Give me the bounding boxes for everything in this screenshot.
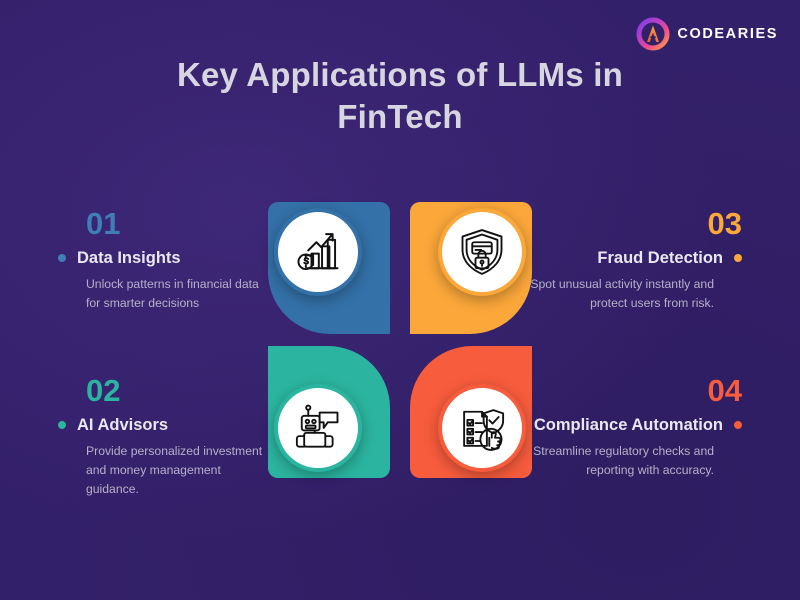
brand-name: CODEARIES [677, 26, 778, 42]
page-title: Key Applications of LLMs in FinTech [176, 56, 624, 136]
feature-number-03: 03 [707, 206, 742, 241]
feature-item-compliance-automation: 04 Compliance Automation Streamline regu… [527, 375, 742, 480]
feature-description-04: Streamline regulatory checks and reporti… [533, 444, 714, 478]
feature-description-01: Unlock patterns in financial data for sm… [86, 277, 259, 311]
bullet-dot-icon [734, 421, 742, 430]
bullet-dot-icon [734, 254, 742, 263]
icon-badge-data-insights [274, 208, 362, 296]
feature-heading-row-02: AI Advisors [58, 415, 273, 435]
feature-heading-row-03: Fraud Detection [527, 248, 742, 268]
robot-chat-icon [295, 404, 339, 448]
feature-item-fraud-detection: 03 Fraud Detection Spot unusual activity… [527, 208, 742, 313]
codearies-ring-logo-icon [636, 17, 670, 51]
feature-heading-04: Compliance Automation [533, 416, 723, 434]
feature-heading-row-04: Compliance Automation [527, 415, 742, 435]
feature-item-data-insights: 01 Data Insights Unlock patterns in fina… [58, 208, 273, 313]
feature-heading-02: AI Advisors [77, 416, 169, 434]
feature-heading-row-01: Data Insights [58, 248, 273, 268]
icon-badge-compliance-automation [438, 384, 526, 472]
checklist-shield-thumbsup-icon [463, 409, 505, 451]
bullet-dot-icon [58, 254, 66, 263]
icon-badge-ai-advisors [274, 384, 362, 472]
feature-number-01: 01 [86, 206, 121, 241]
feature-heading-03: Fraud Detection [597, 249, 723, 267]
shield-card-lock-icon [461, 229, 503, 275]
bar-chart-growth-dollar-icon [297, 233, 339, 271]
central-quadrant-diagram [268, 202, 532, 478]
feature-number-02: 02 [86, 373, 121, 408]
feature-description-02: Provide personalized investment and mone… [86, 444, 263, 496]
feature-item-ai-advisors: 02 AI Advisors Provide personalized inve… [58, 375, 273, 499]
bullet-dot-icon [58, 421, 66, 430]
feature-heading-01: Data Insights [77, 249, 181, 267]
feature-description-03: Spot unusual activity instantly and prot… [530, 277, 714, 311]
icon-badge-fraud-detection [438, 208, 526, 296]
feature-number-04: 04 [707, 373, 742, 408]
brand-logo: CODEARIES [636, 17, 778, 51]
